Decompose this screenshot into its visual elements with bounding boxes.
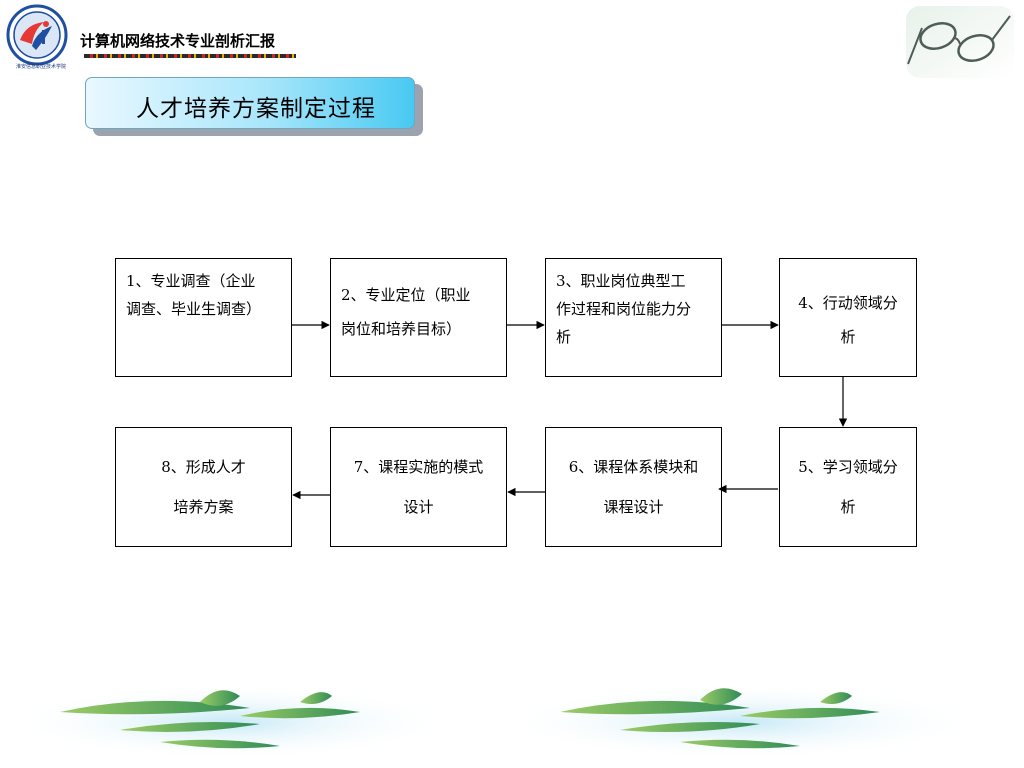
title-banner: 人才培养方案制定过程 bbox=[85, 77, 415, 129]
flow-step-3-line2: 作过程和岗位能力分 bbox=[556, 300, 692, 318]
flow-step-3-line1: 3、职业岗位典型工 bbox=[556, 272, 686, 290]
header-divider bbox=[84, 54, 296, 58]
slide-title: 人才培养方案制定过程 bbox=[136, 96, 376, 122]
flow-step-2: 2、专业定位（职业 岗位和培养目标） bbox=[330, 258, 507, 377]
flow-step-4-line1: 4、行动领域分 bbox=[798, 294, 898, 312]
flow-step-5: 5、学习领域分 析 bbox=[779, 427, 917, 547]
flow-step-4: 4、行动领域分 析 bbox=[779, 258, 917, 377]
eyeglasses-icon bbox=[906, 6, 1014, 78]
bamboo-leaves-decoration bbox=[10, 684, 980, 760]
flow-step-2-line1: 2、专业定位（职业 bbox=[341, 286, 471, 304]
flow-step-2-line2: 岗位和培养目标） bbox=[341, 320, 462, 338]
flow-step-6-line2: 课程设计 bbox=[603, 498, 664, 516]
flow-step-5-line1: 5、学习领域分 bbox=[798, 458, 898, 476]
flow-step-1-line1: 1、专业调查（企业 bbox=[126, 272, 256, 290]
flow-step-1-line2: 调查、毕业生调查） bbox=[126, 300, 262, 318]
flow-step-6: 6、课程体系模块和 课程设计 bbox=[545, 427, 722, 547]
flow-step-4-line2: 析 bbox=[840, 328, 856, 346]
flow-step-7-line1: 7、课程实施的模式 bbox=[353, 458, 484, 476]
flow-step-6-line1: 6、课程体系模块和 bbox=[568, 458, 699, 476]
flow-step-8-line2: 培养方案 bbox=[173, 498, 234, 516]
flow-step-3: 3、职业岗位典型工 作过程和岗位能力分 析 bbox=[545, 258, 722, 377]
header-title: 计算机网络技术专业剖析汇报 bbox=[80, 32, 276, 50]
flow-step-7-line2: 设计 bbox=[403, 498, 434, 516]
school-logo-icon bbox=[6, 4, 68, 66]
flow-step-8: 8、形成人才 培养方案 bbox=[115, 427, 292, 547]
flow-step-8-line1: 8、形成人才 bbox=[161, 458, 246, 476]
flow-step-3-line3: 析 bbox=[556, 328, 572, 346]
flow-step-5-line2: 析 bbox=[840, 498, 856, 516]
flow-step-7: 7、课程实施的模式 设计 bbox=[330, 427, 507, 547]
flow-step-1: 1、专业调查（企业 调查、毕业生调查） bbox=[115, 258, 292, 377]
school-caption: 淮安信息职业技术学院 bbox=[15, 64, 66, 70]
